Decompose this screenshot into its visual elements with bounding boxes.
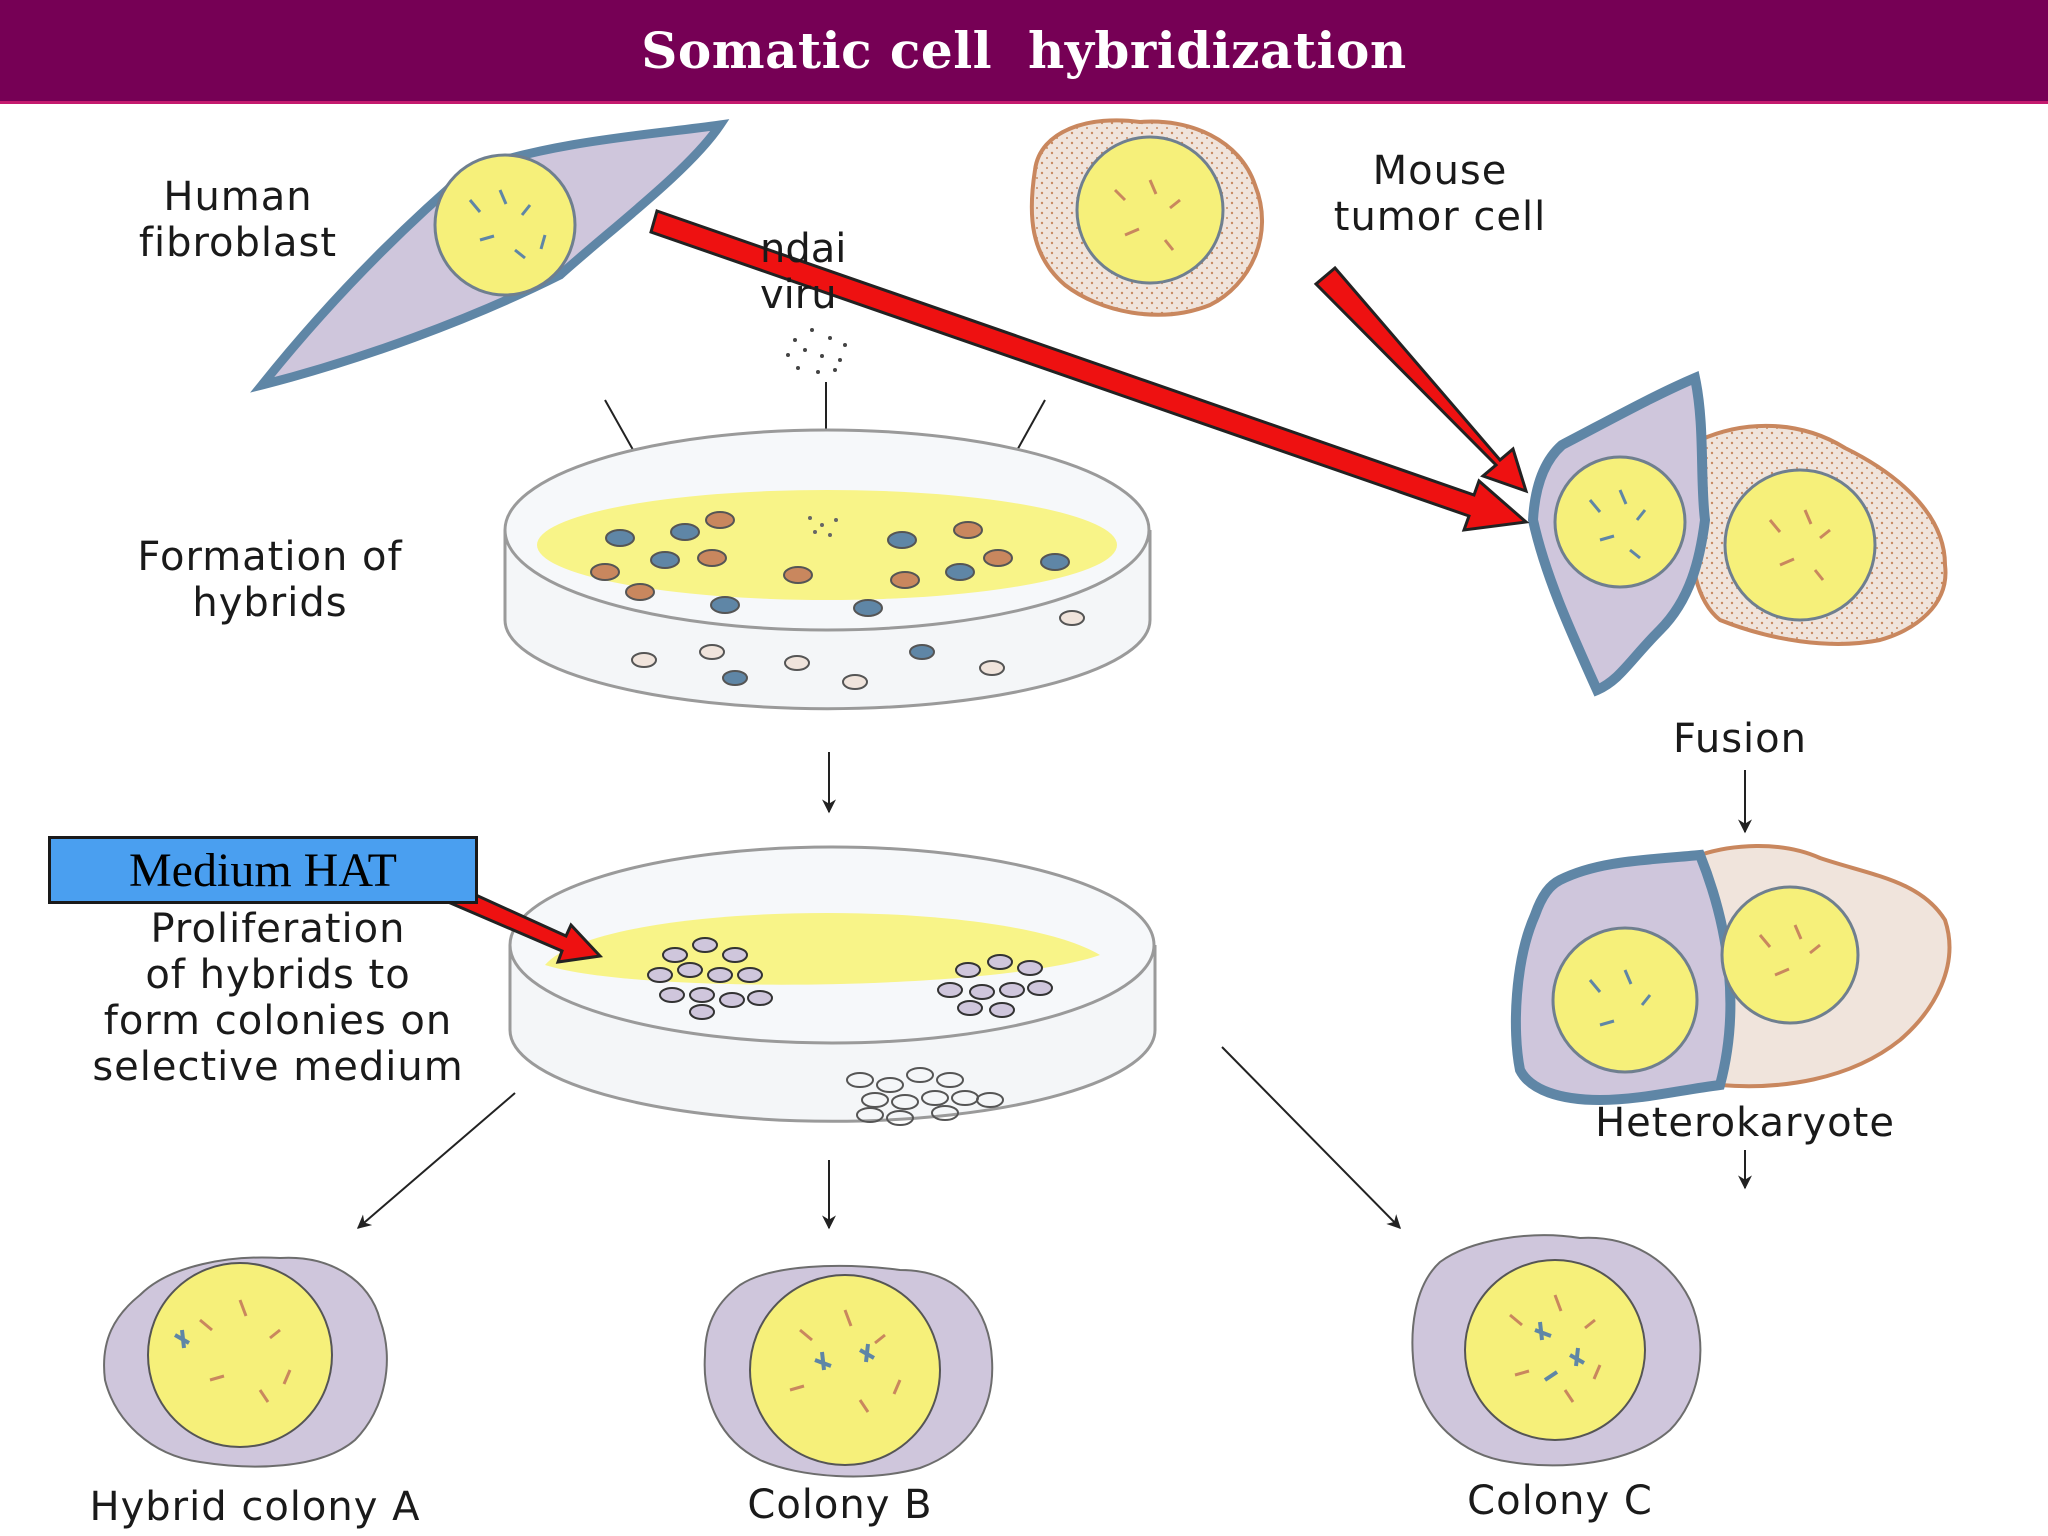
hybrid-colony-a-cell (103, 1256, 388, 1468)
colony-c-cell (1411, 1234, 1702, 1467)
label-sendai-virus: ndai viru (760, 226, 847, 318)
mouse-tumor-cell (1029, 118, 1265, 317)
sendai-virus-particles (786, 328, 847, 374)
fusion-cells (1527, 371, 1948, 697)
title-bar: Somatic cell hybridization (0, 0, 2048, 104)
label-heterokaryote: Heterokaryote (1595, 1100, 1895, 1146)
label-mouse-tumor-cell: Mouse tumor cell (1333, 148, 1547, 240)
highlight-arrow-fibroblast-to-fusion (649, 209, 1530, 532)
label-colony-b: Colony B (747, 1482, 933, 1528)
label-human-fibroblast: Human fibroblast (138, 174, 338, 266)
label-fusion: Fusion (1673, 716, 1807, 762)
label-colony-c: Colony C (1467, 1478, 1653, 1524)
highlight-arrow-hat-to-dish (445, 884, 604, 964)
slide-title: Somatic cell hybridization (641, 21, 1407, 80)
arrows-to-colonies (356, 1046, 1401, 1230)
colony-b-cell (703, 1264, 994, 1478)
human-fibroblast-cell (250, 119, 730, 393)
heterokaryote-cell (1510, 844, 1952, 1106)
highlight-arrow-mouse-to-fusion (1313, 265, 1529, 494)
medium-hat-callout: Medium HAT (48, 836, 478, 904)
petri-dish-formation (503, 428, 1152, 711)
label-proliferation: Proliferation of hybrids to form colonie… (92, 906, 464, 1090)
label-hybrid-colony-a: Hybrid colony A (89, 1484, 421, 1530)
petri-dish-selective (508, 845, 1157, 1126)
label-formation-of-hybrids: Formation of hybrids (137, 534, 403, 626)
medium-hat-label: Medium HAT (129, 843, 397, 897)
